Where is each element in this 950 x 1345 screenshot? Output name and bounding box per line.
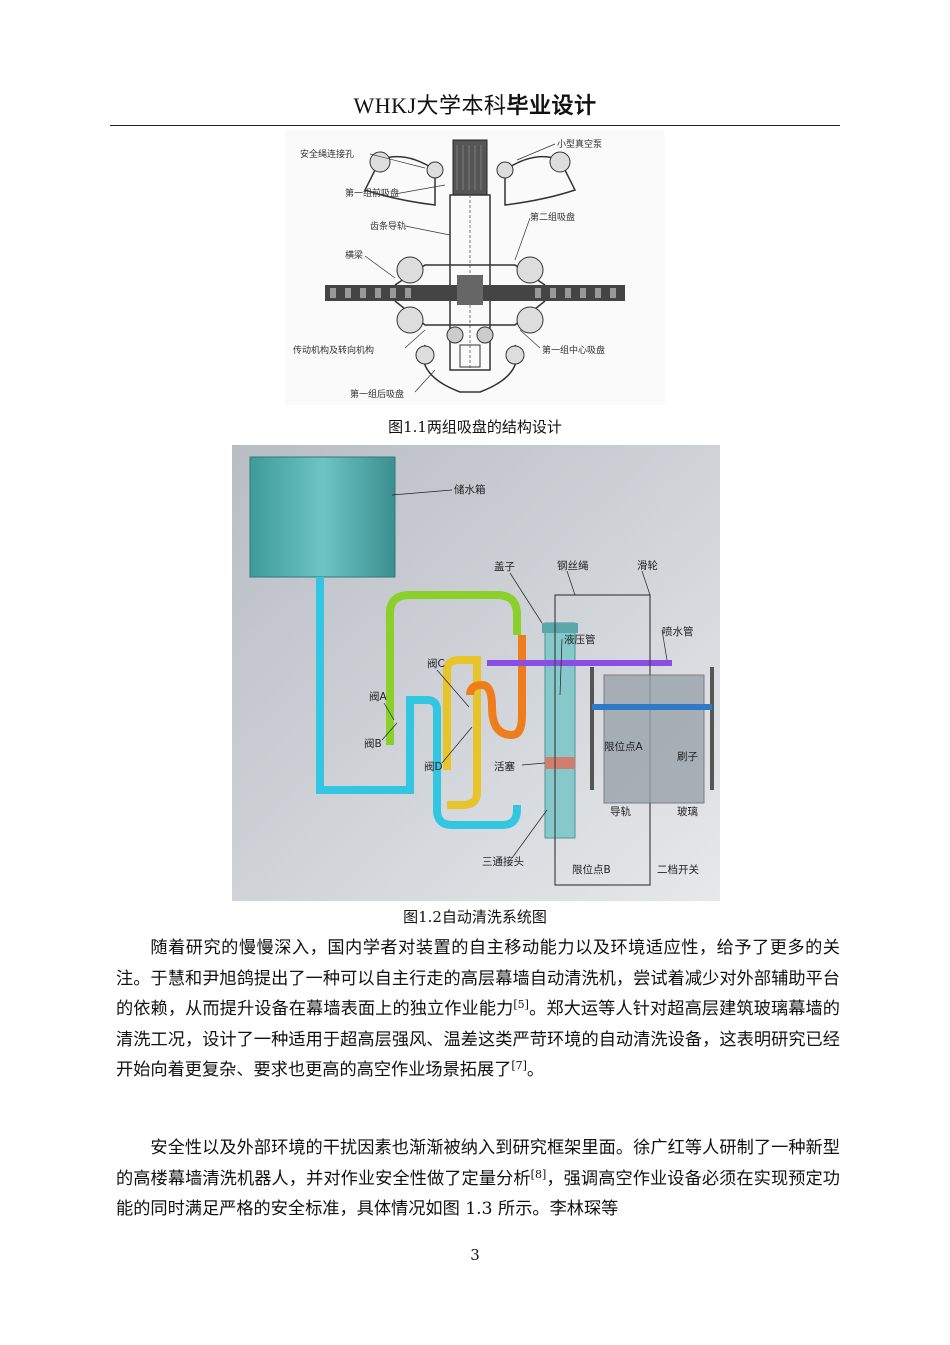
label-pulley: 滑轮 [637,559,658,572]
citation-7: [7] [511,1059,527,1072]
page-header: WHKJ大学本科毕业设计 [110,88,840,120]
page-number: 3 [470,1246,480,1264]
label-hydraulic: 液压管 [564,633,596,646]
label-spray: 喷水管 [662,625,694,638]
label-wire: 钢丝绳 [557,559,589,572]
p1-text-b: 。郑大运等人针对超高层建筑玻璃幕墙的清洗工况，设计了一种适用于超高层强风、温差这… [116,999,840,1080]
citation-8: [8] [530,1167,547,1181]
citation-5: [5] [513,998,529,1011]
label-valve-a: 阀A [369,690,387,703]
label-limit-b: 限位点B [572,863,611,876]
label-tank: 储水箱 [454,483,486,496]
p2-text-b: ，强调高空作业设备必须在实现预定功能的同时满足严格的安全标准，具体情况如图 1.… [116,1168,840,1220]
label-drive: 传动机构及转向机构 [293,344,374,356]
figure-cleaning-system: 储水箱 盖子 钢丝绳 滑轮 喷水管 液压管 阀C 阀A 阀B 阀D 活塞 限位点… [232,445,720,901]
header-rule [110,125,840,126]
figure1-caption: 图1.1两组吸盘的结构设计 [388,418,562,436]
p1-text-c: 。 [526,1060,545,1080]
figure-suction-structure: 安全绳连接孔 小型真空泵 第一组前吸盘 齿条导轨 第二组吸盘 横梁 传动机构及转… [285,130,665,405]
label-tee: 三通接头 [482,855,524,868]
label-rope-hole: 安全绳连接孔 [300,148,354,160]
label-front-suction: 第一组前吸盘 [345,187,399,199]
label-crossbeam: 横梁 [345,249,363,261]
label-glass: 玻璃 [677,805,698,818]
label-rail: 导轨 [610,805,631,818]
label-valve-c: 阀C [427,657,445,670]
p2-text-a: 安全性以及外部环境的干扰因素也渐渐被纳入到研究框架里面。徐广红等人研制了一种新型… [116,1138,840,1189]
label-brush: 刷子 [677,750,698,763]
label-piston: 活塞 [494,760,515,773]
header-school: WHKJ大学本科 [353,93,507,118]
label-cover: 盖子 [494,560,515,573]
figure2-caption: 图1.2自动清洗系统图 [403,908,547,926]
label-rack-rail: 齿条导轨 [370,220,406,232]
label-center-suction: 第一组中心吸盘 [542,344,605,356]
label-valve-d: 阀D [424,760,443,773]
p1-text-a: 随着研究的慢慢深入，国内学者对装置的自主移动能力以及环境适应性，给予了更多的关注… [116,938,840,1019]
label-second-suction: 第二组吸盘 [530,211,575,223]
label-vacuum-pump: 小型真空泵 [557,138,602,150]
paragraph-2: 安全性以及外部环境的干扰因素也渐渐被纳入到研究框架里面。徐广红等人研制了一种新型… [116,1133,840,1234]
header-design: 毕业设计 [506,94,597,119]
paragraph-1: 随着研究的慢慢深入，国内学者对装置的自主移动能力以及环境适应性，给予了更多的关注… [116,933,840,1095]
label-rear-suction: 第一组后吸盘 [350,388,404,400]
label-valve-b: 阀B [364,737,382,750]
label-limit-a: 限位点A [604,740,643,753]
label-switch: 二档开关 [657,863,699,876]
